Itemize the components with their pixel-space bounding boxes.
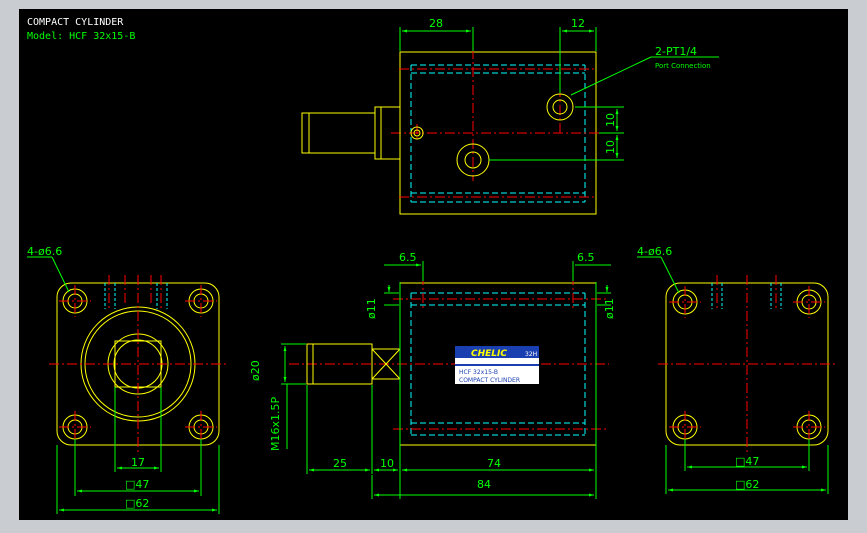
side-view: CHELIC 32H HCF 32x15-B COMPACT CYLINDER — [249, 251, 616, 499]
dim-25: 25 — [333, 457, 347, 470]
cad-drawing-area[interactable]: COMPACT CYLINDER Model: HCF 32x15-B — [19, 9, 848, 520]
drawing-model: Model: HCF 32x15-B — [27, 31, 135, 42]
nameplate-code: 32H — [525, 351, 537, 358]
dim-port: 2-PT1/4 — [655, 45, 697, 58]
dim-47-rear: □47 — [735, 455, 759, 468]
nameplate-brand: CHELIC — [471, 349, 507, 359]
dim-dia-11-right: ø11 — [603, 298, 616, 319]
dim-84: 84 — [477, 478, 491, 491]
dim-6-5-left: 6.5 — [399, 251, 417, 264]
dim-port-caption: Port Connection — [655, 62, 711, 70]
rear-view: 4-ø6.6 □47 □62 — [637, 245, 836, 494]
dim-10: 10 — [380, 457, 394, 470]
dim-62-front: □62 — [125, 497, 149, 510]
cylinder-drawing: COMPACT CYLINDER Model: HCF 32x15-B — [27, 17, 836, 514]
dim-62-rear: □62 — [735, 478, 759, 491]
top-view: 28 12 2-PT1/4 Port Connection 10 10 — [301, 17, 719, 215]
dim-holes-left: 4-ø6.6 — [27, 245, 62, 258]
dim-10a: 10 — [604, 113, 617, 127]
dim-74: 74 — [487, 457, 501, 470]
drawing-title: COMPACT CYLINDER — [27, 17, 124, 28]
dim-28: 28 — [429, 17, 443, 30]
dim-thread: M16x1.5P — [269, 397, 282, 451]
dim-holes-right: 4-ø6.6 — [637, 245, 672, 258]
dim-12: 12 — [571, 17, 585, 30]
dim-dia-11-left: ø11 — [365, 298, 378, 319]
nameplate-model: HCF 32x15-B — [459, 369, 498, 376]
nameplate: CHELIC 32H HCF 32x15-B COMPACT CYLINDER — [455, 346, 539, 384]
dim-17: 17 — [131, 456, 145, 469]
dim-10b: 10 — [604, 140, 617, 154]
dim-47-front: □47 — [125, 478, 149, 491]
dim-6-5-right: 6.5 — [577, 251, 595, 264]
front-view: 4-ø6.6 17 □47 □62 — [27, 245, 227, 514]
dim-dia-20: ø20 — [249, 360, 262, 381]
nameplate-name: COMPACT CYLINDER — [459, 377, 520, 384]
